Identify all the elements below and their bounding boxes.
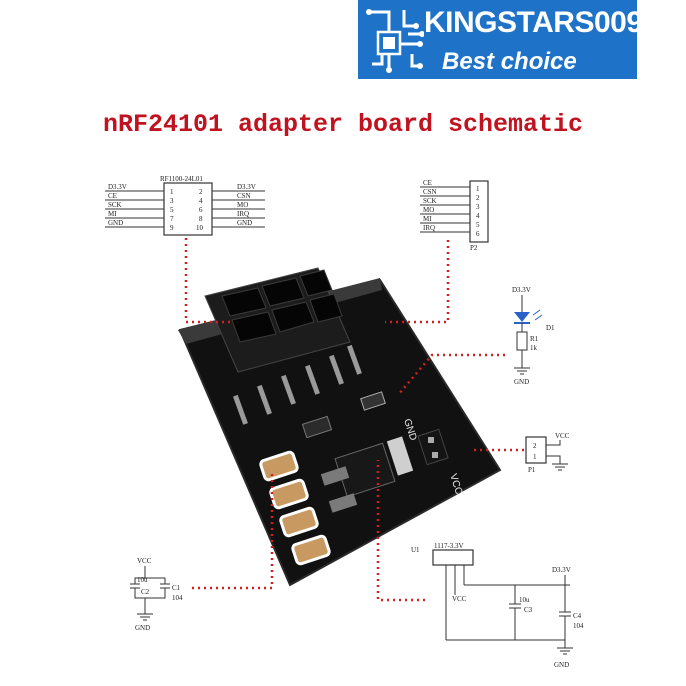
led-indicator-schematic: D3.3V D1 R1 1k GND (512, 286, 555, 386)
rf-right-signal: D3.3V (237, 183, 256, 191)
rf-module-schematic: RF1100-24L01 D3.3V CE SCK MI GND 1 3 5 7… (105, 175, 265, 236)
brand-tagline: Best choice (442, 48, 577, 75)
rf-left-signal: D3.3V (108, 183, 127, 191)
rf-right-signal: GND (237, 219, 252, 227)
regulator-body (432, 549, 474, 566)
regulator-schematic: U1 1117-3.3V VCC D3.3V 10u C3 C4 104 GND (411, 542, 584, 669)
c2-ref: C2 (141, 588, 150, 596)
c3-ref: C3 (524, 606, 533, 614)
resistor-icon (516, 331, 528, 351)
p2-signal: CE (423, 179, 432, 187)
page-title: nRF24101 adapter board schematic (102, 110, 584, 139)
rf-right-signal: MO (237, 201, 248, 209)
p2-header-schematic: CE CSN SCK MO MI IRQ 1 2 3 4 5 6 P2 (420, 179, 489, 252)
rf-left-pin: 7 (170, 215, 174, 223)
p1-vcc: VCC (555, 432, 570, 440)
c2-val: 10u (137, 576, 148, 584)
p2-pin: 4 (476, 212, 480, 220)
p2-pin: 5 (476, 221, 480, 229)
p1-pin: 1 (533, 453, 537, 461)
p1-pin: 2 (533, 442, 537, 450)
rf-right-pin: 8 (199, 215, 203, 223)
leader-lines (184, 238, 524, 602)
input-caps-schematic: VCC 10u C2 C1 104 GND (130, 557, 183, 632)
rf-left-signal: CE (108, 192, 117, 200)
p2-signal: MO (423, 206, 434, 214)
led-diode-icon (514, 312, 530, 322)
p1-ref: P1 (528, 466, 536, 474)
led-gnd: GND (514, 378, 529, 386)
rf-left-pin: 1 (170, 188, 174, 196)
rf-left-signal: SCK (108, 201, 122, 209)
circuit-chip-icon (366, 9, 424, 73)
rf-right-pin: 2 (199, 188, 203, 196)
female-socket-8pin (204, 267, 351, 373)
caps-gnd: GND (135, 624, 150, 632)
c1-val: 104 (172, 594, 183, 602)
p2-pin: 6 (476, 230, 480, 238)
led-ref: D1 (546, 324, 555, 332)
p2-signal: MI (423, 215, 432, 223)
p1-header-schematic: 2 1 P1 VCC (525, 432, 570, 474)
u1-gnd: GND (554, 661, 569, 669)
rf-left-pin: 5 (170, 206, 174, 214)
c1-ref: C1 (172, 584, 181, 592)
rf-right-signal: IRQ (237, 210, 249, 218)
brand-name: KINGSTARS009 (424, 6, 643, 39)
res-ref: R1 (530, 335, 539, 343)
res-val: 1k (530, 344, 538, 352)
u1-out: D3.3V (552, 566, 571, 574)
rf-right-pin: 10 (196, 224, 204, 232)
rf-module-part: RF1100-24L01 (160, 175, 203, 183)
caps-vcc: VCC (137, 557, 152, 565)
u1-ref: U1 (411, 546, 420, 554)
p2-signal: SCK (423, 197, 437, 205)
c4-ref: C4 (573, 612, 582, 620)
u1-vcc: VCC (452, 595, 467, 603)
brand-banner: KINGSTARS009 Best choice (358, 0, 643, 79)
p2-pin: 1 (476, 185, 480, 193)
rf-left-signal: GND (108, 219, 123, 227)
p2-pin: 2 (476, 194, 480, 202)
adapter-board-pcb: GND VCC (178, 267, 502, 587)
p2-pin: 3 (476, 203, 480, 211)
led-supply: D3.3V (512, 286, 531, 294)
c3-val: 10u (519, 596, 530, 604)
header-pins (232, 344, 362, 425)
p2-signal: IRQ (423, 224, 435, 232)
rf-left-pin: 3 (170, 197, 174, 205)
c4-val: 104 (573, 622, 584, 630)
u1-part: 1117-3.3V (434, 542, 464, 550)
rf-right-signal: CSN (237, 192, 251, 200)
rf-left-signal: MI (108, 210, 117, 218)
rf-left-pin: 9 (170, 224, 174, 232)
rf-right-pin: 6 (199, 206, 203, 214)
p2-signal: CSN (423, 188, 437, 196)
p2-ref: P2 (470, 244, 478, 252)
rf-right-pin: 4 (199, 197, 203, 205)
